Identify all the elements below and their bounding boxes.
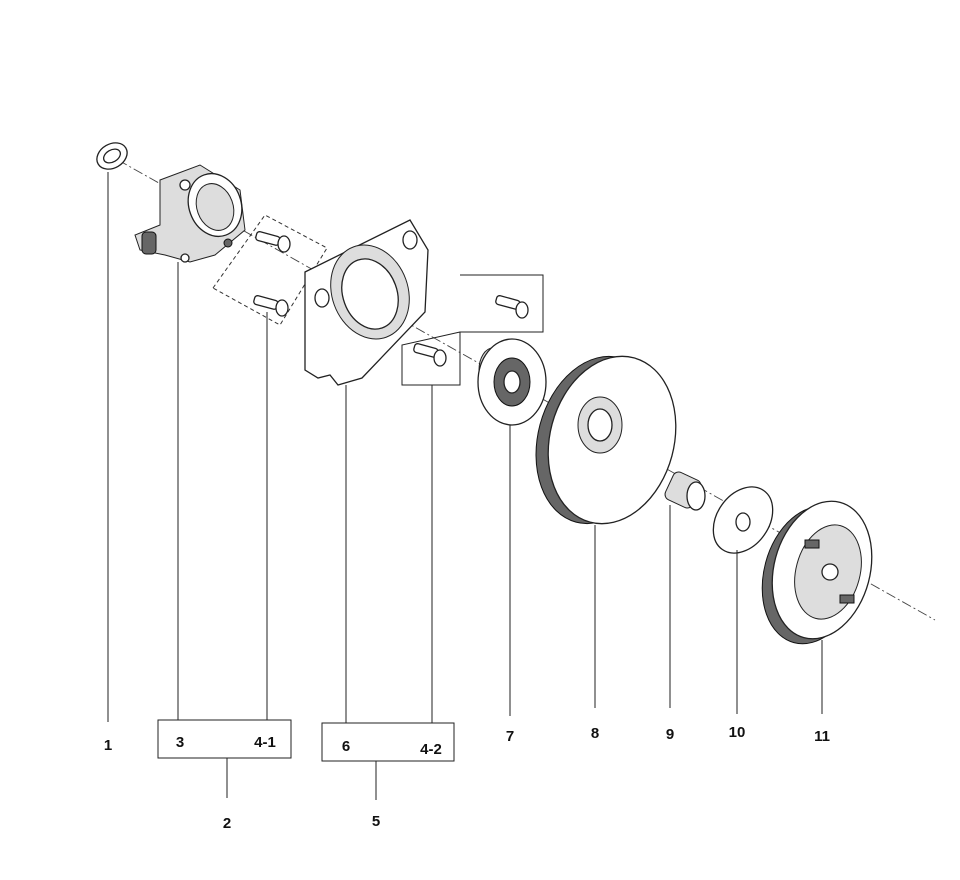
part-4-2-screw <box>413 295 529 367</box>
part-6-plate <box>304 219 429 386</box>
label-4-1: 4-1 <box>254 734 276 751</box>
group-box-2 <box>157 719 292 759</box>
part-8-drum <box>535 355 677 525</box>
label-2: 2 <box>223 815 231 832</box>
leader-lines <box>107 172 823 800</box>
label-1: 1 <box>104 737 112 754</box>
part-4-1-screw <box>253 231 291 317</box>
part-3-housing <box>134 164 246 263</box>
label-4-2: 4-2 <box>420 741 442 758</box>
label-10: 10 <box>729 724 746 741</box>
label-3: 3 <box>176 734 184 751</box>
group-box-5 <box>321 722 455 762</box>
label-8: 8 <box>591 725 599 742</box>
part-7-sprocket <box>477 338 547 426</box>
label-6: 6 <box>342 738 350 755</box>
part-9-bearing <box>664 471 706 511</box>
part-1-washer <box>96 142 128 170</box>
group-box-4-1 <box>212 214 328 326</box>
label-11: 11 <box>814 728 830 745</box>
label-7: 7 <box>506 728 514 745</box>
part-10-washer <box>712 486 774 554</box>
group-box-4-2 <box>401 274 544 386</box>
part-11-clutch <box>761 500 873 645</box>
label-5: 5 <box>372 813 380 830</box>
label-9: 9 <box>666 726 674 743</box>
